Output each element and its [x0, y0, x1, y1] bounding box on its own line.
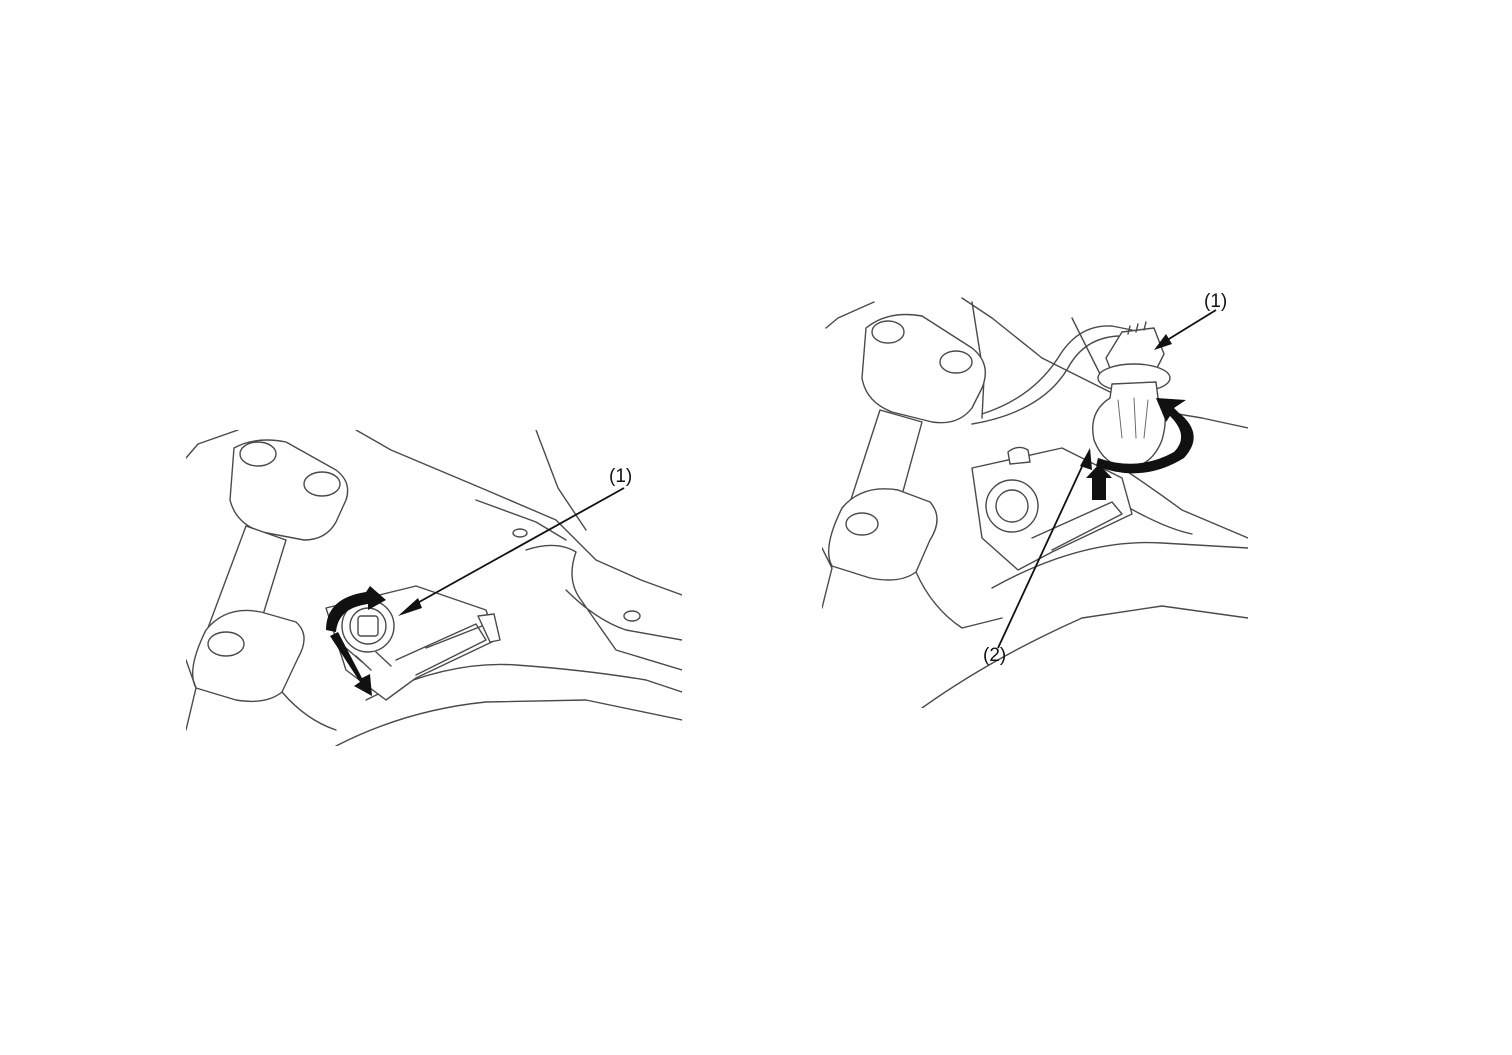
callout-leader-1 — [1164, 310, 1216, 342]
left-callout-1: (1) — [609, 466, 632, 488]
left-illustration — [186, 430, 682, 746]
right-callout-1: (1) — [1204, 291, 1227, 313]
panel-hole — [513, 529, 527, 537]
bulb-icon — [1093, 382, 1165, 468]
riser-bolt — [304, 472, 340, 496]
riser-bolt — [940, 351, 972, 373]
frame-edge — [476, 430, 586, 540]
right-illustration-drawing — [822, 288, 1248, 708]
riser-base-bolt — [846, 513, 878, 535]
callout-leader-1 — [412, 488, 624, 606]
riser-base-bolt — [208, 632, 244, 656]
panel-curve — [1112, 468, 1248, 538]
socket-clip — [1008, 447, 1030, 464]
left-illustration-drawing — [186, 430, 682, 746]
panel-hole — [624, 611, 640, 621]
empty-socket-inner — [996, 490, 1028, 522]
bulb-socket-icon — [1098, 322, 1170, 392]
right-illustration — [822, 288, 1248, 708]
right-callout-2: (2) — [983, 645, 1006, 667]
riser-bolt — [872, 321, 904, 343]
riser-bolt — [240, 442, 276, 466]
riser-base — [829, 489, 937, 580]
